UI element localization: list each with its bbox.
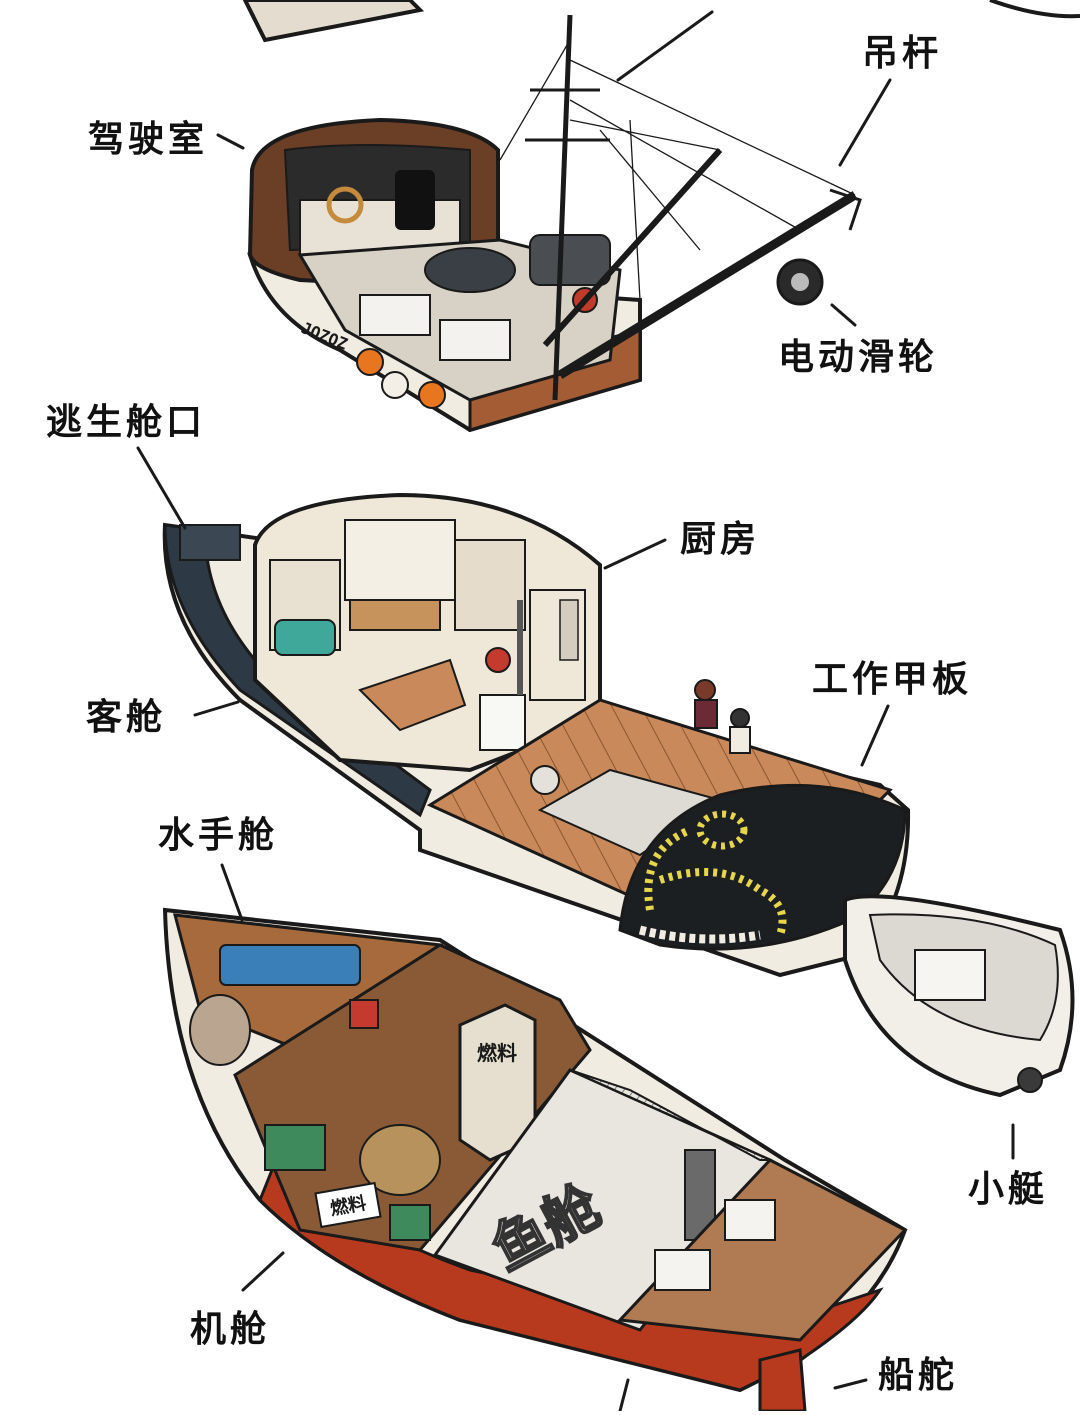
fuel-box [314,1181,382,1229]
main-engine [359,1124,441,1196]
float-buoy [356,348,384,376]
ship-wheel-icon [326,186,364,224]
escape-hatch [179,524,241,561]
stern-section: JOZOZ [247,14,862,433]
label-galley: 厨房 [680,519,761,560]
crew-figure [730,708,750,728]
stove [479,694,526,751]
crew-bunk [219,944,361,986]
generator [264,1124,326,1171]
fishing-net-pile [618,783,907,951]
mess-table [358,658,467,732]
label-power-block: 电动滑轮 [778,337,939,378]
label-work-deck: 工作甲板 [812,659,973,700]
boom [557,191,858,379]
float-buoy [418,381,446,409]
label-boom: 吊杆 [862,33,943,74]
label-escape-hatch: 逃生舱口 [46,402,207,443]
label-skiff: 小艇 [968,1169,1049,1210]
label-cabin: 客舱 [86,697,167,738]
captain-chair [395,170,435,230]
label-engine-room: 机舱 [190,1309,271,1350]
cook-figure [485,647,511,673]
label-wheelhouse: 驾驶室 [88,119,209,160]
fuel-tank-text: 燃料 [477,1041,517,1065]
skiff [843,894,1075,1098]
label-rudder: 船舵 [878,1355,959,1396]
middle-section [162,492,911,978]
leader-lines [136,10,1015,1413]
mast [552,14,573,401]
top-left-fragment [242,0,1080,43]
float-buoy [381,371,409,399]
lower-section: 燃料 燃料 鱼舱 [162,907,908,1413]
rudder [758,1348,807,1413]
crew-figure [694,679,716,701]
capstan-icon [530,765,560,795]
bunk-bed [274,619,336,656]
label-crew-quarters: 水手舱 [158,815,279,856]
